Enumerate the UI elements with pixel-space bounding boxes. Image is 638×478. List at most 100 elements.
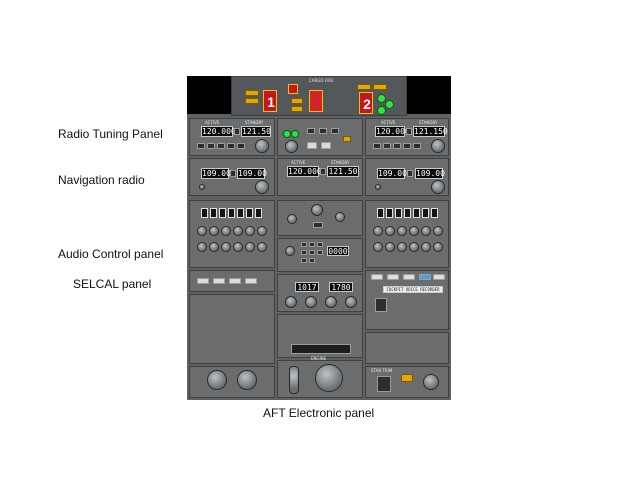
- cvr-test-button-4[interactable]: [419, 274, 431, 280]
- left-vhf-select-5[interactable]: [237, 143, 245, 149]
- adf-knob-1[interactable]: [285, 296, 297, 308]
- right-audio-volume-knob-6[interactable]: [433, 226, 443, 236]
- clock-knob-left[interactable]: [207, 370, 227, 390]
- right-audio-selector-7[interactable]: [431, 208, 438, 218]
- atc-keypad-5[interactable]: [309, 250, 315, 255]
- center-audio-knob-2[interactable]: [311, 204, 323, 216]
- left-audio-volume-knob-1[interactable]: [197, 226, 207, 236]
- left-audio-volume-knob-11[interactable]: [245, 242, 255, 252]
- center-audio-knob-1[interactable]: [287, 214, 297, 224]
- center-vhf-transfer-button[interactable]: [320, 168, 326, 175]
- right-nav-transfer-button[interactable]: [407, 170, 413, 177]
- right-audio-selector-2[interactable]: [386, 208, 393, 218]
- atc-keypad-1[interactable]: [301, 242, 307, 247]
- left-audio-volume-knob-8[interactable]: [209, 242, 219, 252]
- left-audio-volume-knob-2[interactable]: [209, 226, 219, 236]
- adf-knob-4[interactable]: [345, 296, 357, 308]
- right-audio-volume-knob-4[interactable]: [409, 226, 419, 236]
- apu-fire-handle[interactable]: [309, 90, 323, 112]
- left-vhf-select-1[interactable]: [197, 143, 205, 149]
- adf-knob-2[interactable]: [305, 296, 317, 308]
- left-nav-transfer-button[interactable]: [230, 170, 236, 177]
- atc-keypad-3[interactable]: [317, 242, 323, 247]
- left-audio-selector-5[interactable]: [237, 208, 244, 218]
- right-audio-volume-knob-7[interactable]: [373, 242, 383, 252]
- right-audio-selector-1[interactable]: [377, 208, 384, 218]
- right-vhf-select-2[interactable]: [383, 143, 391, 149]
- selcal-button-2[interactable]: [213, 278, 225, 284]
- atc-keypad-6[interactable]: [317, 250, 323, 255]
- right-vhf-tuning-knob[interactable]: [431, 139, 445, 153]
- left-audio-volume-knob-9[interactable]: [221, 242, 231, 252]
- stab-trim-knob[interactable]: [423, 374, 439, 390]
- left-vhf-select-2[interactable]: [207, 143, 215, 149]
- left-audio-volume-knob-5[interactable]: [245, 226, 255, 236]
- left-audio-volume-knob-6[interactable]: [257, 226, 267, 236]
- right-audio-volume-knob-12[interactable]: [433, 242, 443, 252]
- selcal-button-4[interactable]: [245, 278, 257, 284]
- atc-keypad-8[interactable]: [309, 258, 315, 263]
- center-vhf-select-3[interactable]: [331, 128, 339, 134]
- left-audio-selector-2[interactable]: [210, 208, 217, 218]
- center-hf-select-1[interactable]: [307, 142, 317, 149]
- cvr-test-button-2[interactable]: [387, 274, 399, 280]
- atc-keypad-4[interactable]: [301, 250, 307, 255]
- right-vhf-select-1[interactable]: [373, 143, 381, 149]
- right-audio-volume-knob-11[interactable]: [421, 242, 431, 252]
- center-vhf-tuning-knob[interactable]: [285, 140, 298, 153]
- atc-keypad-7[interactable]: [301, 258, 307, 263]
- right-audio-selector-4[interactable]: [404, 208, 411, 218]
- stabilizer-lever[interactable]: [289, 366, 299, 394]
- right-audio-selector-6[interactable]: [422, 208, 429, 218]
- right-audio-volume-knob-9[interactable]: [397, 242, 407, 252]
- atc-keypad-2[interactable]: [309, 242, 315, 247]
- right-audio-volume-knob-10[interactable]: [409, 242, 419, 252]
- apu-fire-switch[interactable]: [288, 84, 298, 94]
- left-audio-selector-6[interactable]: [246, 208, 253, 218]
- left-audio-volume-knob-7[interactable]: [197, 242, 207, 252]
- cvr-test-button-1[interactable]: [371, 274, 383, 280]
- right-vhf-select-5[interactable]: [413, 143, 421, 149]
- right-nav-tuning-knob[interactable]: [431, 180, 445, 194]
- left-audio-volume-knob-12[interactable]: [257, 242, 267, 252]
- right-audio-volume-knob-8[interactable]: [385, 242, 395, 252]
- left-audio-volume-knob-10[interactable]: [233, 242, 243, 252]
- left-vhf-select-4[interactable]: [227, 143, 235, 149]
- right-audio-selector-5[interactable]: [413, 208, 420, 218]
- left-nav-test-switch[interactable]: [199, 184, 205, 190]
- engine-1-fire-handle[interactable]: 1: [263, 90, 277, 112]
- right-vhf-select-3[interactable]: [393, 143, 401, 149]
- left-vhf-tuning-knob[interactable]: [255, 139, 269, 153]
- right-audio-volume-knob-5[interactable]: [421, 226, 431, 236]
- right-audio-volume-knob-1[interactable]: [373, 226, 383, 236]
- left-nav-tuning-knob[interactable]: [255, 180, 269, 194]
- adf-knob-3[interactable]: [325, 296, 337, 308]
- right-vhf-transfer-button[interactable]: [406, 128, 412, 135]
- left-audio-selector-7[interactable]: [255, 208, 262, 218]
- cvr-test-button-5[interactable]: [433, 274, 445, 280]
- right-audio-selector-3[interactable]: [395, 208, 402, 218]
- stabilizer-selector-knob[interactable]: [315, 364, 343, 392]
- selcal-button-1[interactable]: [197, 278, 209, 284]
- right-nav-test-switch[interactable]: [375, 184, 381, 190]
- left-audio-selector-4[interactable]: [228, 208, 235, 218]
- stab-trim-switch[interactable]: [377, 376, 391, 392]
- atc-mode-knob[interactable]: [285, 246, 295, 256]
- center-hf-select-2[interactable]: [321, 142, 331, 149]
- center-audio-knob-3[interactable]: [335, 212, 345, 222]
- left-vhf-select-3[interactable]: [217, 143, 225, 149]
- center-audio-switch[interactable]: [313, 222, 323, 228]
- right-vhf-select-4[interactable]: [403, 143, 411, 149]
- engine-2-fire-handle[interactable]: 2: [359, 92, 373, 114]
- cvr-test-button-3[interactable]: [403, 274, 415, 280]
- left-audio-selector-1[interactable]: [201, 208, 208, 218]
- right-audio-volume-knob-2[interactable]: [385, 226, 395, 236]
- left-audio-volume-knob-3[interactable]: [221, 226, 231, 236]
- left-audio-selector-3[interactable]: [219, 208, 226, 218]
- right-audio-volume-knob-3[interactable]: [397, 226, 407, 236]
- center-vhf-select-2[interactable]: [319, 128, 327, 134]
- left-audio-volume-knob-4[interactable]: [233, 226, 243, 236]
- clock-knob-right[interactable]: [237, 370, 257, 390]
- left-vhf-transfer-button[interactable]: [234, 128, 240, 135]
- cvr-erase-button[interactable]: [375, 298, 387, 312]
